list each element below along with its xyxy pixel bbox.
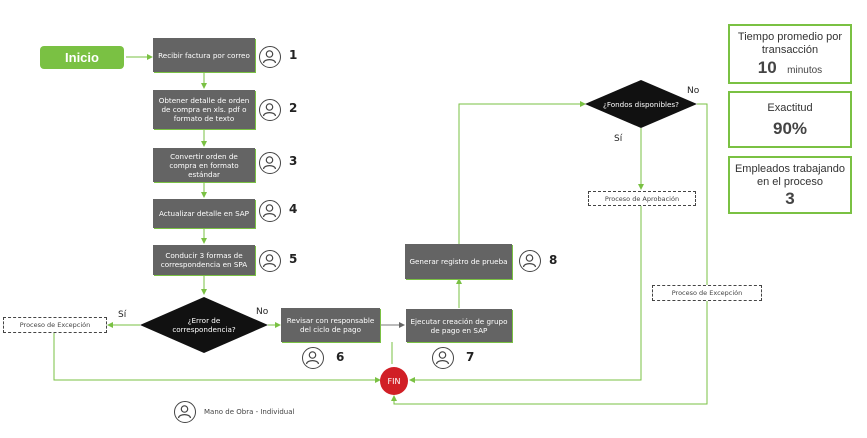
step-number-2: 2 <box>289 101 298 115</box>
step-number-5: 5 <box>289 252 298 266</box>
answer-yes-error: Sí <box>118 310 127 320</box>
step-number-3: 3 <box>289 154 298 168</box>
kpi-average-time-value: 10 <box>757 58 777 77</box>
step-get-order-detail: Obtener detalle de orden de compra en xl… <box>153 90 255 129</box>
kpi-accuracy: Exactitud 90% <box>728 91 852 148</box>
step-review-owner: Revisar con responsable del ciclo de pag… <box>281 308 380 342</box>
person-icon-5 <box>259 250 281 272</box>
person-icon-7 <box>432 347 454 369</box>
decision-diamond-funds <box>585 80 697 128</box>
person-icon-6 <box>302 347 324 369</box>
step-number-7: 7 <box>466 350 475 364</box>
answer-yes-funds: Sí <box>614 134 623 144</box>
legend-person-icon <box>174 401 196 423</box>
exception-process-left: Proceso de Excepción <box>3 317 107 333</box>
person-icon-2 <box>259 99 281 121</box>
step-match-forms: Conducir 3 formas de correspondencia en … <box>153 245 255 275</box>
step-number-1: 1 <box>289 48 298 62</box>
approval-process: Proceso de Aprobación <box>588 191 696 206</box>
person-icon-4 <box>259 200 281 222</box>
exception-process-right: Proceso de Excepción <box>652 285 762 301</box>
decision-funds-label: ¿Fondos disponibles? <box>603 99 679 109</box>
step-number-6: 6 <box>336 350 345 364</box>
step-receive-invoice: Recibir factura por correo <box>153 38 255 72</box>
step-test-record: Generar registro de prueba <box>405 244 512 279</box>
start-node: Inicio <box>40 46 124 69</box>
decision-error-label: ¿Error de correspondencia? <box>172 316 236 334</box>
end-node: FIN <box>380 367 408 395</box>
step-create-payment-group: Ejecutar creación de grupo de pago en SA… <box>406 309 512 342</box>
kpi-average-time: Tiempo promedio por transacción 10 minut… <box>728 24 852 84</box>
legend-label: Mano de Obra - Individual <box>204 408 295 416</box>
step-convert-order: Convertir orden de compra en formato est… <box>153 148 255 182</box>
kpi-accuracy-value: 90% <box>772 119 808 138</box>
kpi-employees: Empleados trabajando en el proceso 3 <box>728 156 852 214</box>
person-icon-1 <box>259 46 281 68</box>
kpi-average-time-title: Tiempo promedio por transacción <box>737 31 843 56</box>
decision-diamond-error <box>140 297 268 353</box>
step-update-sap: Actualizar detalle en SAP <box>153 199 255 228</box>
answer-no-funds: No <box>687 86 700 96</box>
kpi-average-time-unit: minutos <box>787 65 823 76</box>
person-icon-8 <box>519 250 541 272</box>
answer-no-error: No <box>256 307 269 317</box>
kpi-accuracy-title: Exactitud <box>767 102 813 114</box>
step-number-8: 8 <box>549 253 558 267</box>
kpi-employees-value: 3 <box>785 189 795 208</box>
person-icon-3 <box>259 152 281 174</box>
kpi-employees-title: Empleados trabajando en el proceso <box>734 163 846 188</box>
step-number-4: 4 <box>289 202 298 216</box>
